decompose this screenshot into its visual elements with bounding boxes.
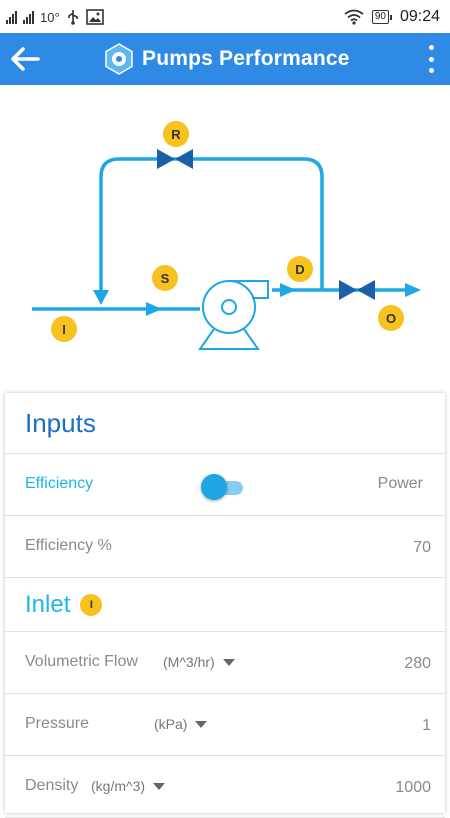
efficiency-label: Efficiency % [25,537,112,554]
back-arrow-icon[interactable] [10,45,40,73]
usb-icon [67,10,78,25]
inlet-title: Inlet [25,590,71,618]
outlet-arrow [405,283,421,297]
density-row[interactable]: Density (kg/m^3) 1000 [5,756,445,818]
density-label: Density [25,777,79,794]
pump-schematic [32,149,421,350]
overflow-menu-icon[interactable] [426,45,436,73]
density-unit: (kg/m^3) [91,778,146,794]
recirculation-valve [157,149,193,169]
battery-level: 90 [371,10,389,24]
pressure-value[interactable]: 1 [422,717,431,734]
discharge-arrow [280,283,296,297]
signal-icon-2 [23,10,34,24]
status-bar: 10° 90 09:24 [0,0,450,33]
mode-toggle-row: Efficiency Power [5,454,445,516]
chevron-down-icon [195,720,208,728]
density-value[interactable]: 1000 [395,779,431,796]
battery-icon: 90 [371,10,392,24]
volumetric-flow-value[interactable]: 280 [404,655,431,672]
inputs-header: Inputs [5,393,445,454]
volumetric-flow-unit-dropdown[interactable]: (M^3/hr) [163,654,235,670]
power-mode-label[interactable]: Power [377,475,423,492]
efficiency-value[interactable]: 70 [413,539,431,556]
recirculation-pipe [99,157,324,297]
clock-time: 09:24 [399,8,440,25]
wifi-icon [344,9,364,25]
image-icon [85,9,104,25]
efficiency-mode-label[interactable]: Efficiency [25,475,94,492]
inputs-title: Inputs [25,407,96,438]
volumetric-flow-unit: (M^3/hr) [163,654,215,670]
pressure-unit: (kPa) [154,716,188,732]
temperature-text: 10° [40,9,60,25]
pressure-label: Pressure [25,715,90,732]
chevron-down-icon [222,658,235,666]
badge-recirculation: R [163,121,189,147]
badge-outlet: O [378,305,404,331]
app-logo-icon [105,43,133,75]
badge-suction: S [152,265,178,291]
badge-discharge: D [287,256,313,282]
efficiency-row[interactable]: Efficiency % 70 [5,516,445,578]
signal-icon [6,10,17,24]
pressure-row[interactable]: Pressure (kPa) 1 [5,694,445,756]
app-bar: Pumps Performance [0,33,450,85]
volumetric-flow-label: Volumetric Flow [25,653,138,670]
mode-switch[interactable] [201,474,245,500]
pump-icon [198,280,269,350]
badge-inlet: I [51,316,77,342]
pump-diagram: R S D I O [0,85,450,390]
pressure-unit-dropdown[interactable]: (kPa) [154,716,208,732]
chevron-down-icon [153,782,166,790]
volumetric-flow-row[interactable]: Volumetric Flow (M^3/hr) 280 [5,632,445,694]
outlet-valve [339,280,375,300]
density-unit-dropdown[interactable]: (kg/m^3) [91,778,166,794]
down-arrow [93,290,109,305]
page-title: Pumps Performance [142,47,350,70]
inlet-badge: I [80,593,103,616]
suction-arrow [146,302,162,316]
inputs-card: Inputs Efficiency Power Efficiency % 70 … [5,393,445,818]
inlet-header: Inlet I [5,578,445,632]
